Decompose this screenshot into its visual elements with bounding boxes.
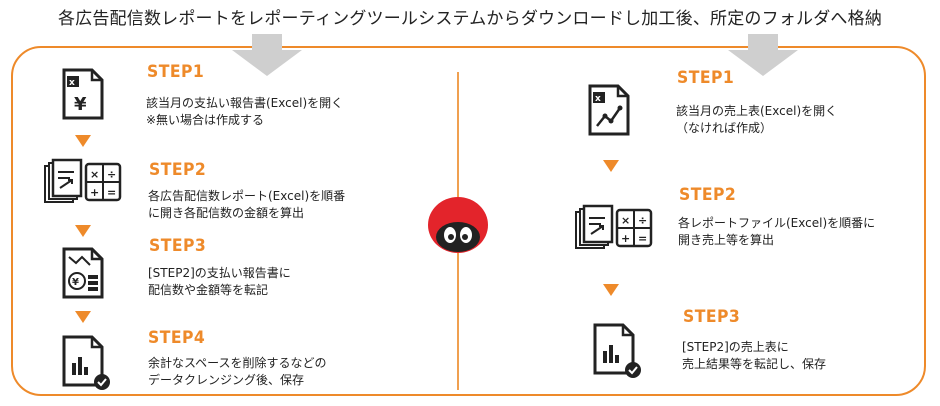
svg-text:+: + xyxy=(621,232,630,245)
left-step1-desc: 該当月の支払い報告書(Excel)を開く ※無い場合は作成する xyxy=(146,96,344,127)
left-step4-desc: 余計なスペースを削除するなどの データクレンジング後、保存 xyxy=(148,356,327,387)
right-step2-desc: 各レポートファイル(Excel)を順番に 開き売上等を算出 xyxy=(678,216,876,247)
right-step3-label: STEP3 xyxy=(683,307,741,327)
excel-yen-document-icon: x ¥ xyxy=(62,68,104,120)
left-down-arrow-2-icon xyxy=(75,225,91,237)
left-down-arrow-3-icon xyxy=(75,311,91,323)
chart-document-check-icon xyxy=(62,335,110,390)
svg-text:×: × xyxy=(90,168,99,181)
reports-calculator-icon: × ÷ + = xyxy=(44,158,122,203)
svg-text:=: = xyxy=(107,186,116,199)
mascot-logo-icon xyxy=(428,197,488,253)
right-step1-desc: 該当月の売上表(Excel)を開く （なければ作成） xyxy=(676,104,838,135)
svg-text:x: x xyxy=(69,78,75,88)
svg-text:x: x xyxy=(595,94,601,104)
left-step2-desc: 各広告配信数レポート(Excel)を順番 に開き各配信数の金額を算出 xyxy=(148,189,346,220)
svg-text:×: × xyxy=(621,214,630,227)
svg-text:¥: ¥ xyxy=(72,277,79,288)
left-step3-label: STEP3 xyxy=(149,236,207,256)
left-step2-label: STEP2 xyxy=(149,160,207,180)
right-flow-arrow-icon xyxy=(728,34,798,76)
svg-text:÷: ÷ xyxy=(107,168,116,181)
excel-chart-document-icon: x xyxy=(588,84,630,136)
svg-text:÷: ÷ xyxy=(638,214,647,227)
right-step1-label: STEP1 xyxy=(677,68,735,88)
right-step3-desc: [STEP2]の売上表に 売上結果等を転記し、保存 xyxy=(682,340,827,371)
reports-calculator-icon: × ÷ + = xyxy=(575,204,653,249)
left-step4-label: STEP4 xyxy=(148,328,206,348)
svg-text:=: = xyxy=(638,232,647,245)
svg-text:¥: ¥ xyxy=(74,94,87,115)
transfer-coins-document-icon: ¥ xyxy=(62,247,104,299)
right-step2-label: STEP2 xyxy=(679,185,737,205)
page-title: 各広告配信数レポートをレポーティングツールシステムからダウンロードし加工後、所定… xyxy=(57,9,883,29)
chart-document-check-icon xyxy=(593,323,641,378)
left-down-arrow-1-icon xyxy=(75,135,91,147)
right-down-arrow-1-icon xyxy=(603,160,619,172)
svg-text:+: + xyxy=(90,186,99,199)
left-flow-arrow-icon xyxy=(232,34,302,76)
left-step3-desc: [STEP2]の支払い報告書に 配信数や金額等を転記 xyxy=(148,266,291,297)
left-step1-label: STEP1 xyxy=(147,62,205,82)
right-down-arrow-2-icon xyxy=(603,284,619,296)
